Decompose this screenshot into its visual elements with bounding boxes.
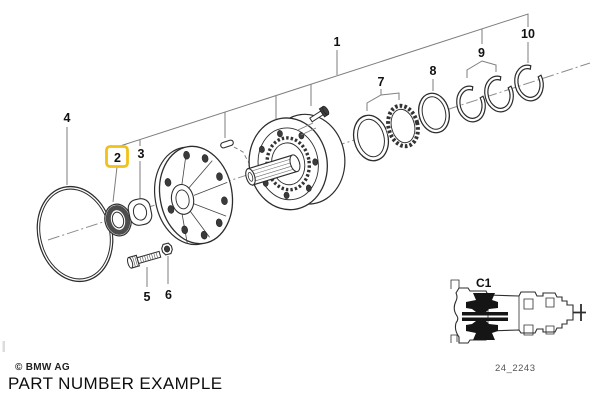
callout-10[interactable]: 10 bbox=[521, 27, 535, 41]
part-5-bolt bbox=[127, 250, 162, 269]
callout-9[interactable]: 9 bbox=[478, 46, 485, 60]
part-4-o-ring bbox=[36, 185, 114, 283]
part-7-ring-toothed bbox=[385, 103, 421, 149]
inset-drawing-code: 24_2243 bbox=[495, 363, 535, 374]
part-7-ring-plain bbox=[352, 114, 390, 162]
caption-text: PART NUMBER EXAMPLE bbox=[8, 374, 223, 393]
callout-1[interactable]: 1 bbox=[334, 35, 341, 49]
mounting-bolt bbox=[297, 105, 330, 136]
inset-label: C1 bbox=[476, 276, 492, 290]
alignment-pin bbox=[220, 139, 251, 166]
highlighted-callout-box[interactable] bbox=[105, 145, 129, 168]
pump-cover bbox=[154, 145, 234, 246]
callout-5[interactable]: 5 bbox=[144, 290, 151, 304]
part-8-ring bbox=[418, 92, 450, 134]
scan-artifact bbox=[2, 341, 5, 352]
transmission-inset: C1 24_2243 bbox=[450, 276, 586, 374]
splined-shaft bbox=[245, 154, 301, 186]
callout-7[interactable]: 7 bbox=[378, 75, 385, 89]
part-6-nut bbox=[161, 242, 173, 256]
copyright-text: © BMW AG bbox=[15, 362, 70, 373]
callout-2[interactable]: 2 bbox=[114, 151, 121, 165]
callout-6[interactable]: 6 bbox=[165, 288, 172, 302]
part-3-washer bbox=[127, 198, 153, 226]
callout-leader-lines bbox=[66, 13, 529, 287]
callout-8[interactable]: 8 bbox=[430, 64, 437, 78]
callout-3[interactable]: 3 bbox=[138, 147, 145, 161]
part-9-snap-rings bbox=[452, 72, 518, 126]
part-2-shaft-seal bbox=[104, 203, 132, 237]
inset-highlighted-section bbox=[462, 293, 508, 340]
callout-4[interactable]: 4 bbox=[64, 111, 71, 125]
